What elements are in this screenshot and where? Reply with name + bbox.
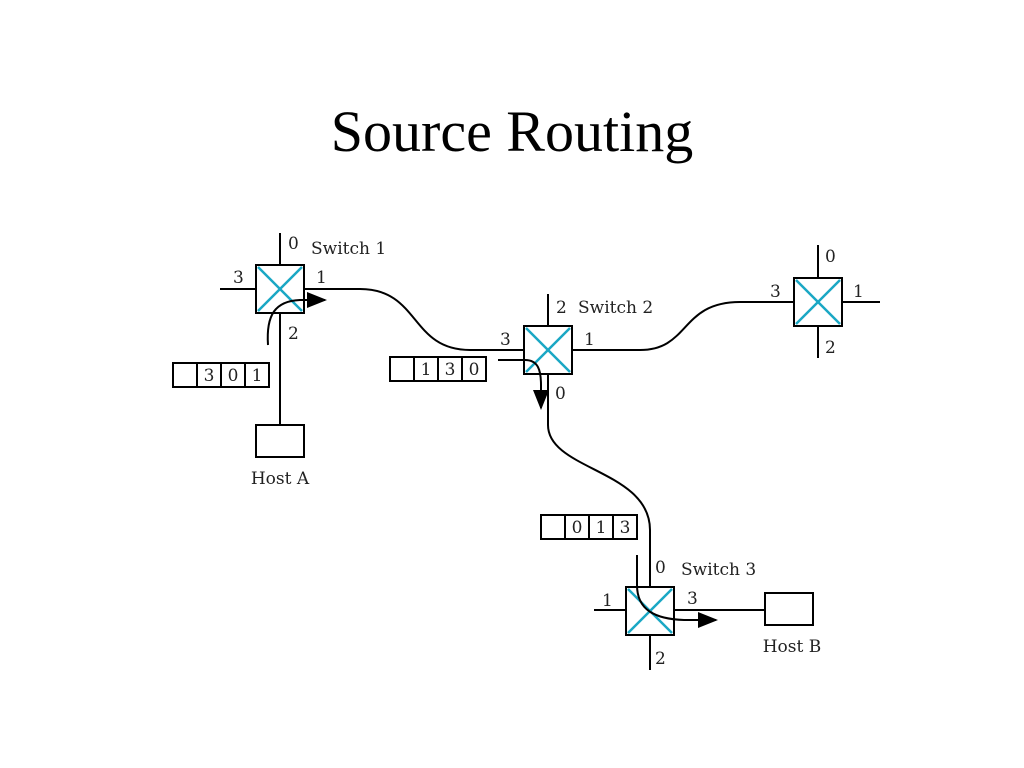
switch-2-port-3: 3 (500, 330, 511, 350)
host-a: Host A (251, 424, 310, 489)
switch-4-port-0: 0 (825, 247, 836, 267)
switch-4-port-1: 1 (853, 282, 864, 302)
host-b: Host B (763, 592, 822, 657)
switch-1-label: Switch 1 (311, 239, 386, 259)
header-box-1: 3 0 1 (172, 362, 270, 388)
header-3-cell-2: 1 (596, 518, 607, 538)
header-1-cell-2: 0 (228, 366, 239, 386)
switch-3-port-0: 0 (655, 558, 666, 578)
link-switch2-switch4 (572, 301, 793, 351)
switch-4-port-2: 2 (825, 338, 836, 358)
link-switch1-switch2 (305, 288, 523, 351)
host-a-label: Host A (251, 469, 310, 489)
switch-2: 0 1 2 3 Switch 2 (500, 294, 653, 404)
switch-2-port-0: 0 (555, 384, 566, 404)
switch-1-port-3: 3 (233, 268, 244, 288)
route-arrow-switch-1 (266, 292, 327, 346)
page-title: Source Routing (330, 99, 694, 164)
header-1-cell-3: 1 (252, 366, 263, 386)
switch-3-port-2: 2 (655, 649, 666, 669)
switch-4-port-3: 3 (770, 282, 781, 302)
header-box-3: 0 1 3 (540, 514, 638, 540)
switch-3-port-3: 3 (687, 589, 698, 609)
route-arrow-switch-3 (636, 555, 718, 628)
header-3-cell-3: 3 (620, 518, 631, 538)
switch-2-port-2: 2 (556, 298, 567, 318)
switch-4: 0 1 2 3 (770, 245, 880, 358)
host-b-label: Host B (763, 637, 822, 657)
link-switch2-switch3 (547, 375, 651, 587)
switch-1-port-1: 1 (316, 268, 327, 288)
switch-3-port-1: 1 (602, 591, 613, 611)
header-box-2: 1 3 0 (389, 356, 487, 382)
switch-2-port-1: 1 (584, 330, 595, 350)
header-3-cell-1: 0 (572, 518, 583, 538)
header-1-cell-1: 3 (204, 366, 215, 386)
switch-1-port-0: 0 (288, 234, 299, 254)
switch-1-port-2: 2 (288, 324, 299, 344)
switch-3: 0 1 2 3 Switch 3 (594, 558, 756, 670)
route-arrow-switch-2 (498, 359, 549, 410)
header-2-cell-1: 1 (421, 360, 432, 380)
header-2-cell-3: 0 (469, 360, 480, 380)
switch-2-label: Switch 2 (578, 298, 653, 318)
switch-3-label: Switch 3 (681, 560, 756, 580)
header-2-cell-2: 3 (445, 360, 456, 380)
